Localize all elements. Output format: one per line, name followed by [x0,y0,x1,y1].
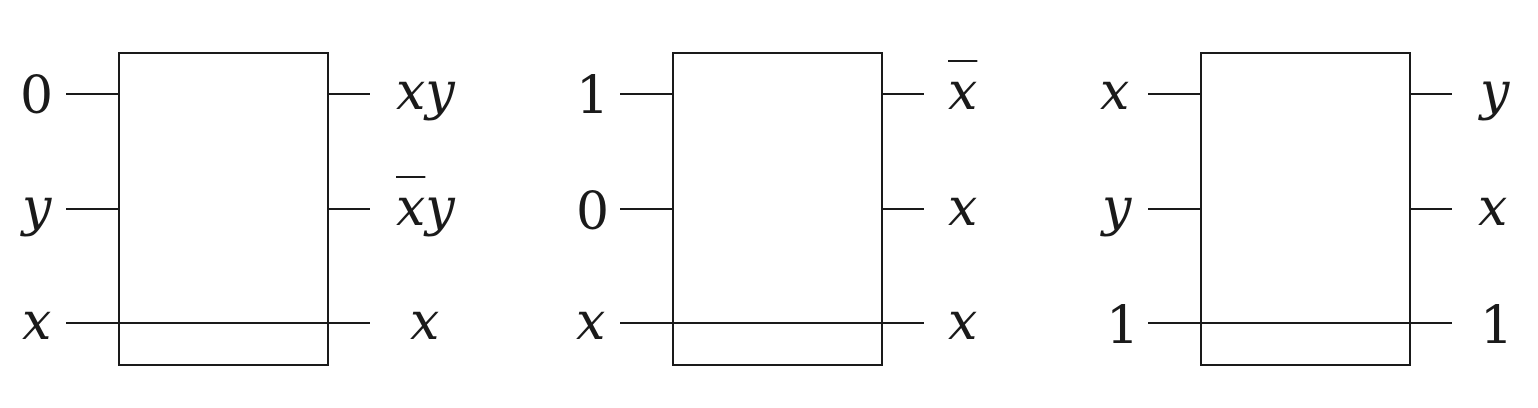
gate-1-through-wire-3 [66,322,370,324]
gate-2-box [672,52,883,366]
gate-3-output-wire-2 [1411,208,1452,210]
gate-1-output-1-label: xy [396,62,455,122]
gate-1-output-2-label: xy [396,178,455,238]
gate-3-output-3-label: 1 [1480,296,1514,356]
gate-3-output-wire-1 [1411,93,1452,95]
gate-2-input-3-label: x [576,292,606,352]
gate-3-input-3-label: 1 [1106,296,1140,356]
gate-1-output-wire-1 [329,93,370,95]
gate-2-through-wire-3 [620,322,924,324]
gate-1-box [118,52,329,366]
gate-2-input-1-label: 1 [576,66,610,126]
gate-2-input-wire-2 [620,208,673,210]
gate-1-input-3-label: x [22,292,52,352]
gate-3-through-wire-3 [1148,322,1452,324]
gate-2-input-2-label: 0 [576,182,610,242]
gate-3-box [1200,52,1411,366]
gate-3-input-1-label: x [1100,62,1130,122]
gate-1-input-2-label: y [22,178,52,238]
gate-3-output-2-label: x [1478,178,1508,238]
gate-2-output-wire-1 [883,93,924,95]
gate-3-input-wire-2 [1148,208,1201,210]
gate-1-output-wire-2 [329,208,370,210]
gate-2-output-2-label: x [948,178,978,238]
gate-1-output-3-label: x [410,292,440,352]
gate-2-output-3-label: x [948,292,978,352]
gate-1-input-1-label: 0 [20,66,54,126]
gate-3-input-2-label: y [1102,178,1132,238]
gate-1-input-wire-2 [66,208,119,210]
gate-2-output-wire-2 [883,208,924,210]
gate-3-output-1-label: y [1480,62,1510,122]
gate-2-input-wire-1 [620,93,673,95]
gate-2-output-1-label: x [948,62,978,122]
gate-1-input-wire-1 [66,93,119,95]
gate-3-input-wire-1 [1148,93,1201,95]
